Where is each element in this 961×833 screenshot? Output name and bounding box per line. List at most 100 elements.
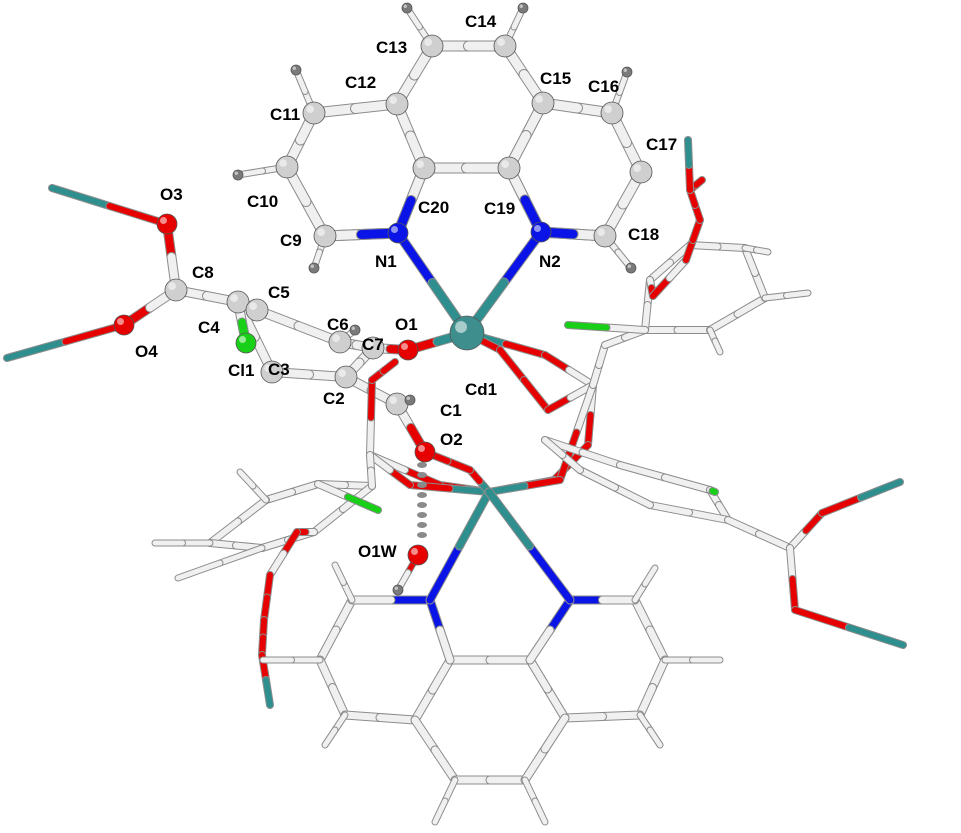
bond-125a [411, 716, 439, 754]
atom-h-4-highlight [519, 4, 523, 8]
bond-76b [754, 247, 771, 255]
atom-h-5-highlight [623, 68, 627, 72]
bond-113a [332, 596, 356, 634]
atom-c20 [412, 156, 436, 180]
bond-97b [263, 489, 295, 503]
bond-60b [407, 482, 453, 492]
atom-c8-highlight [168, 282, 176, 290]
bond-83b [685, 137, 692, 168]
atom-c17-highlight [633, 164, 642, 172]
bond-131b [526, 626, 554, 664]
atom-o1w-highlight [411, 548, 418, 555]
bond-106b [175, 560, 223, 581]
atom-h-0-highlight [310, 264, 314, 268]
label-n1: N1 [375, 252, 397, 271]
bond-51a [497, 347, 527, 383]
bond-71b [642, 302, 651, 333]
label-c2: C2 [323, 389, 345, 408]
hydrogen-bond-dash [417, 522, 427, 528]
bond-141a [522, 777, 538, 804]
bond-121b [561, 713, 606, 722]
atom-n1-highlight [391, 226, 398, 233]
atom-o1w [407, 544, 429, 566]
bond-82b [693, 177, 705, 188]
bond-63b [380, 359, 398, 374]
atom-h-0 [308, 262, 320, 274]
atom-n2 [530, 221, 552, 243]
bond-84b [579, 449, 623, 468]
bond-87a [686, 509, 731, 523]
bond-91b [756, 531, 793, 551]
atom-c9-highlight [317, 228, 325, 236]
atom-c2 [334, 365, 358, 389]
bond-140a [442, 777, 458, 804]
bond-49b [566, 367, 596, 388]
label-c8: C8 [192, 263, 214, 282]
bond-68a [752, 270, 768, 301]
label-o2: O2 [440, 430, 463, 449]
label-c1: C1 [440, 401, 462, 420]
hydrogen-bond-dash [417, 472, 427, 478]
bond-132b [456, 488, 493, 550]
bond-93a [819, 494, 864, 516]
bond-120b [636, 684, 656, 719]
bond-83a [686, 162, 693, 193]
bond-62b [368, 377, 375, 421]
bond-114b [329, 684, 349, 719]
hydrogen-bond-dash [417, 512, 427, 518]
atom-o3-highlight [160, 217, 167, 224]
bond-87b [647, 502, 692, 516]
atom-n1 [387, 222, 409, 244]
bond-79b [666, 257, 689, 281]
label-o1: O1 [395, 315, 418, 334]
bond-114a [316, 656, 336, 691]
bond-57b [486, 483, 528, 495]
atom-h-3-highlight [403, 4, 407, 8]
bond-99a [207, 540, 239, 549]
label-o4: O4 [135, 342, 158, 361]
atom-o4-highlight [117, 318, 124, 325]
atom-c19-highlight [501, 160, 509, 168]
atom-cd1-highlight [455, 321, 467, 333]
bond-100a [259, 537, 291, 551]
atom-o2 [414, 441, 436, 463]
atom-c11 [302, 101, 326, 125]
label-c5: C5 [268, 283, 290, 302]
bond-122a [544, 685, 569, 722]
bond-133a [526, 542, 574, 604]
atom-c19 [497, 156, 521, 180]
bond-103b [345, 494, 381, 513]
label-layer: C1 C2 C3 C4 C5 C6 C7 C8 C9 C10 C11 C12 C… [135, 12, 677, 561]
bond-91a [725, 517, 762, 537]
bond-141b [532, 798, 548, 825]
label-c7: C7 [362, 335, 384, 354]
bond-133b [485, 488, 533, 550]
bond-32a [4, 338, 69, 361]
atom-h-7 [404, 394, 416, 406]
bond-115b [376, 714, 419, 724]
hydrogen-bond-dash [417, 532, 427, 538]
atom-c10-highlight [279, 159, 287, 167]
bond-77b [712, 338, 723, 355]
bond-135b [642, 565, 658, 587]
bond-119a [631, 596, 654, 634]
atom-c1 [385, 392, 409, 416]
bond-101a [311, 506, 346, 535]
atom-h-8 [349, 324, 361, 336]
label-c6: C6 [327, 315, 349, 334]
bond-108a [280, 529, 300, 557]
bond-106a [217, 545, 265, 566]
label-o3: O3 [160, 185, 183, 204]
atom-h-5 [621, 66, 633, 78]
bond-49a [542, 352, 572, 373]
bond-121a [599, 711, 644, 720]
bond-65a [444, 458, 473, 473]
bond-48b [503, 341, 548, 358]
atom-h-8-highlight [351, 326, 355, 330]
bond-138b [322, 727, 338, 748]
atom-h-water [392, 584, 404, 596]
label-c13: C13 [376, 38, 407, 57]
bond-108b [267, 550, 287, 578]
